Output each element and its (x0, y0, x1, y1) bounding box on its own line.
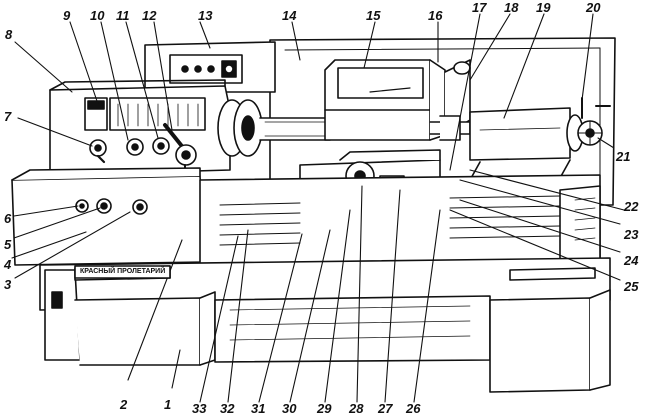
workpiece (429, 115, 471, 141)
callout-17: 17 (472, 0, 487, 15)
callout-5: 5 (4, 237, 12, 252)
callout-27: 27 (378, 401, 393, 416)
callout-2: 2 (120, 397, 128, 412)
callout-18: 18 (504, 0, 519, 15)
callout-23: 23 (624, 227, 639, 242)
callout-31: 31 (251, 401, 266, 416)
callout-32: 32 (220, 401, 235, 416)
callout-9: 9 (63, 8, 71, 23)
callout-1: 1 (164, 397, 172, 412)
callout-8: 8 (5, 27, 13, 42)
callout-30: 30 (282, 401, 297, 416)
headstock (49, 79, 231, 245)
callout-20: 20 (586, 0, 601, 15)
nameplate-text: КРАСНЫЙ ПРОЛЕТАРИЙ (80, 268, 166, 275)
electric-cabinet (144, 41, 276, 93)
tool-post (324, 59, 471, 141)
leader-lines (11, 13, 625, 403)
callout-14: 14 (282, 8, 297, 23)
callout-28: 28 (349, 401, 364, 416)
chuck (217, 99, 331, 157)
callout-10: 10 (90, 8, 105, 23)
callout-19: 19 (536, 0, 551, 15)
lathe-bed (199, 174, 601, 271)
callout-7: 7 (4, 109, 12, 124)
callout-13: 13 (198, 8, 213, 23)
callout-12: 12 (142, 8, 157, 23)
callout-26: 26 (406, 401, 421, 416)
callout-11: 11 (116, 8, 130, 23)
callout-3: 3 (4, 277, 12, 292)
callout-33: 33 (192, 401, 207, 416)
gearbox (11, 167, 206, 266)
nameplate (74, 265, 171, 279)
callout-6: 6 (4, 211, 12, 226)
callout-25: 25 (624, 279, 639, 294)
callout-4: 4 (4, 257, 12, 272)
callout-24: 24 (624, 253, 639, 268)
callout-16: 16 (428, 8, 443, 23)
callout-21: 21 (616, 149, 631, 164)
callout-15: 15 (366, 8, 381, 23)
callout-22: 22 (624, 199, 639, 214)
callout-29: 29 (317, 401, 332, 416)
